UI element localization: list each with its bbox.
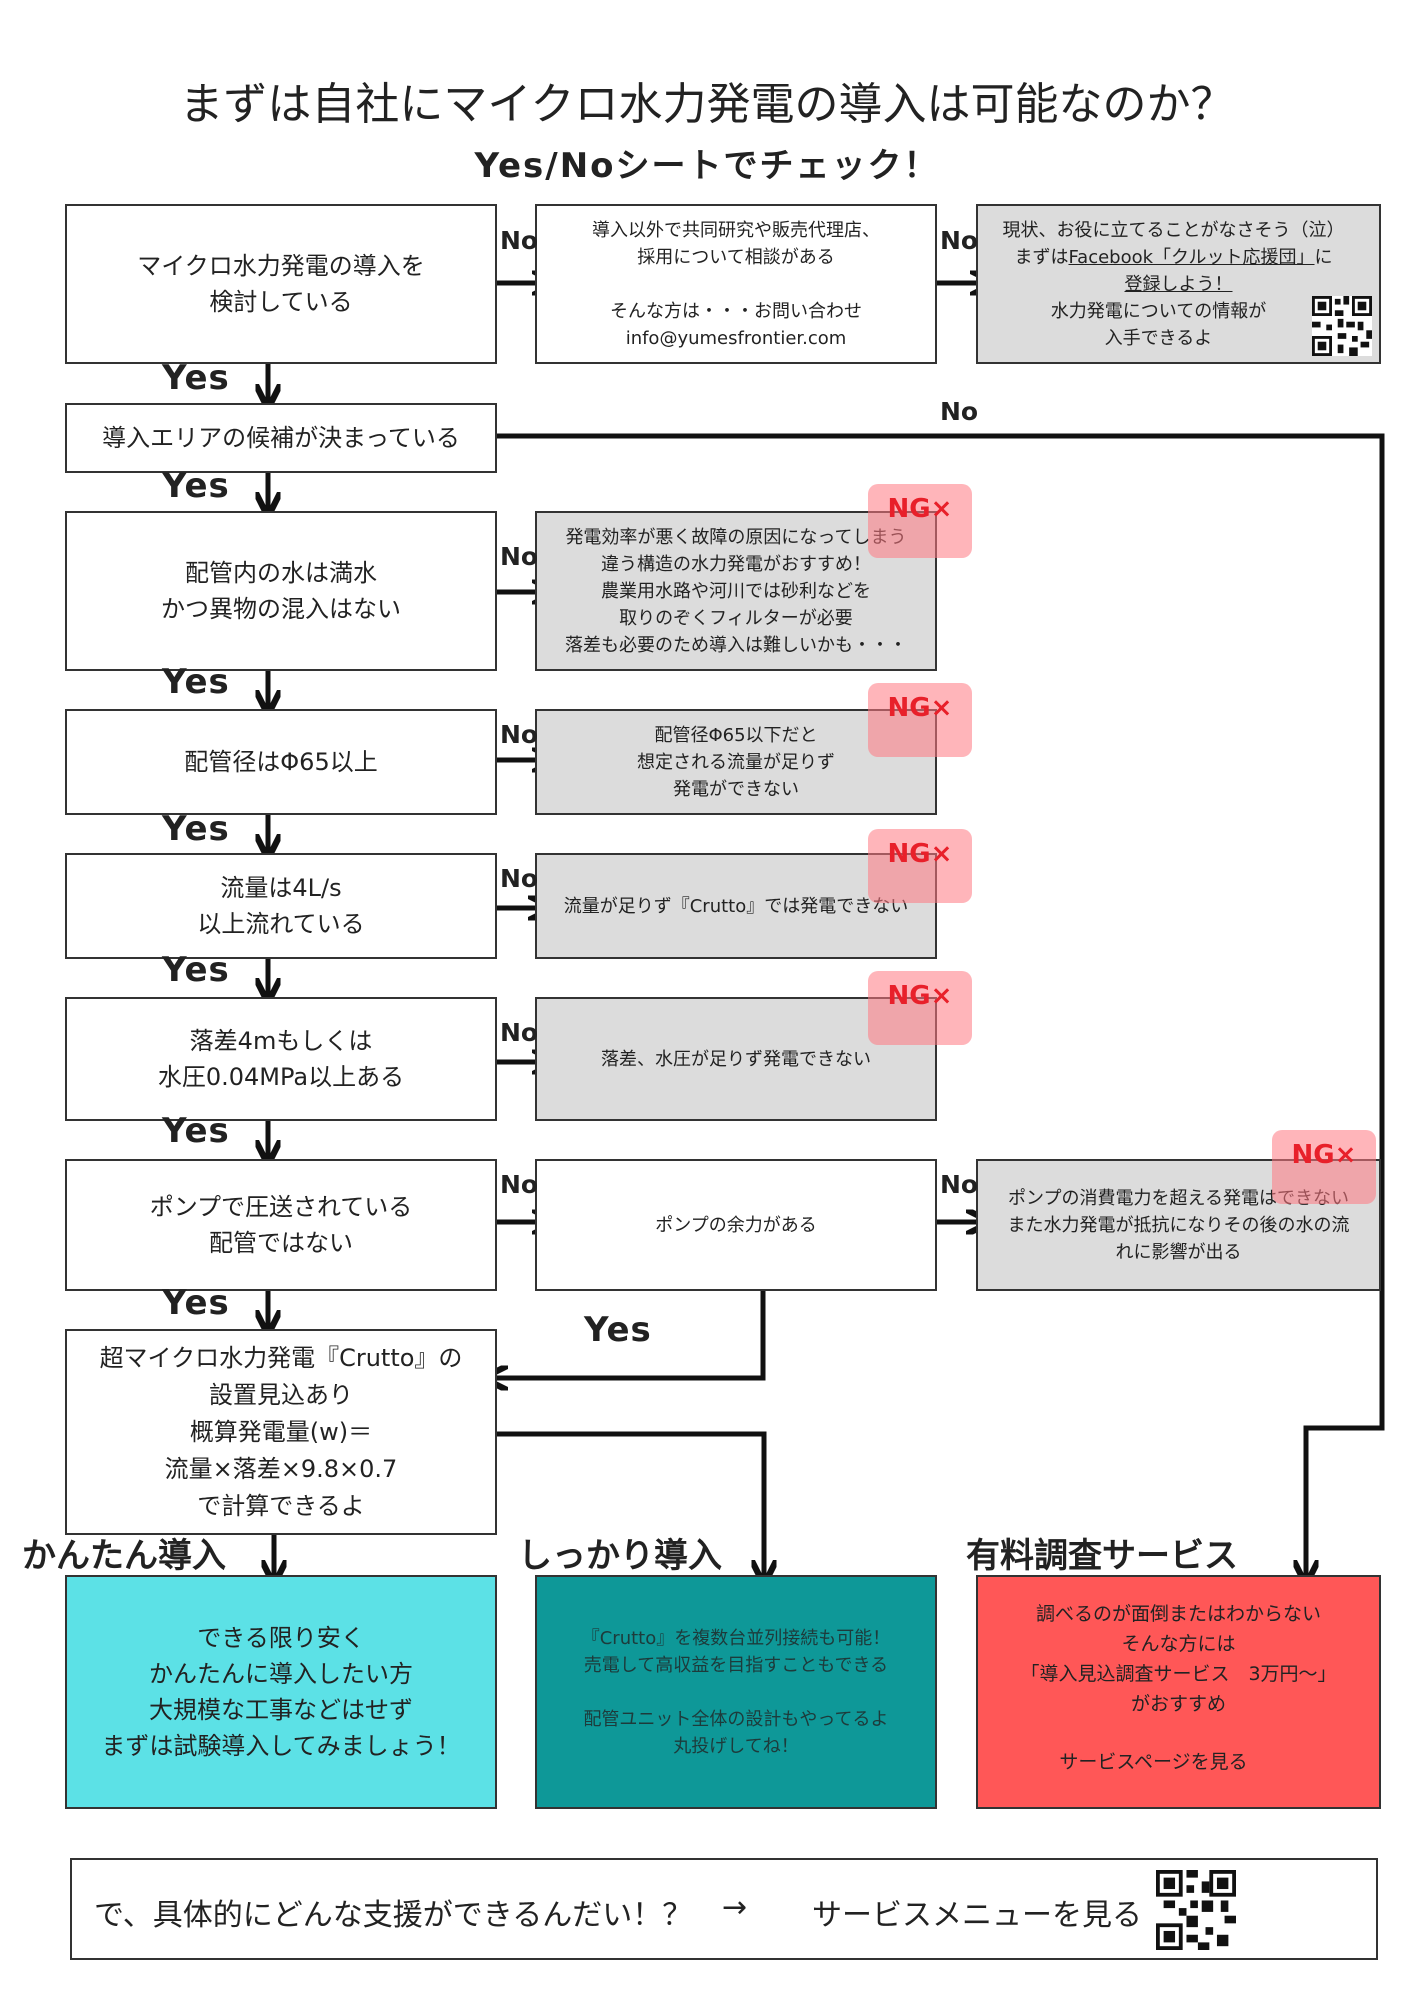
no-label-8: No [940, 1170, 979, 1199]
question-flow: 流量は4L/s 以上流れている [65, 853, 497, 959]
yes-label-5: Yes [162, 950, 230, 990]
qr-icon [1312, 296, 1372, 356]
qr-code-menu[interactable] [1156, 1870, 1236, 1950]
service-page-link[interactable]: サービスページを見る [1059, 1751, 1248, 1773]
ng-badge-pump: NG× [1272, 1130, 1376, 1204]
result-full: 『Crutto』を複数台並列接続も可能！ 売電して高収益を目指すこともできる 配… [535, 1575, 937, 1809]
no-label-3: No [500, 542, 539, 571]
no-label-2: No [940, 226, 979, 255]
no-label-1: No [500, 226, 539, 255]
no-label-4: No [500, 720, 539, 749]
question-pump: ポンプで圧送されている 配管ではない [65, 1159, 497, 1291]
result-crutto: 超マイクロ水力発電『Crutto』の 設置見込あり 概算発電量(w)＝ 流量×落… [65, 1329, 497, 1535]
question-pipe: 配管径はΦ65以上 [65, 709, 497, 815]
note-consult: 導入以外で共同研究や販売代理店、 採用について相談がある そんな方は・・・お問い… [535, 204, 937, 364]
no-label-7: No [500, 1170, 539, 1199]
question-head: 落差4mもしくは 水圧0.04MPa以上ある [65, 997, 497, 1121]
ng-badge-head: NG× [868, 971, 972, 1045]
footer-arrow: → [722, 1890, 748, 1925]
ng-badge-pipe: NG× [868, 683, 972, 757]
result-title-full: しっかり導入 [518, 1536, 722, 1576]
arrow-pump-yes [488, 1276, 766, 1378]
yes-label-3: Yes [162, 662, 230, 702]
yes-label-1: Yes [162, 358, 230, 398]
arrow-area-no [488, 433, 1385, 1580]
service-menu-link[interactable]: サービスメニューを見る [812, 1898, 1142, 1933]
question-area: 導入エリアの候補が決まっている [65, 403, 497, 473]
yes-label-4: Yes [162, 809, 230, 849]
note-pump-capacity: ポンプの余力がある [535, 1159, 937, 1291]
page-title: まずは自社にマイクロ水力発電の導入は可能なのか？ [179, 79, 1235, 130]
yes-label-2: Yes [162, 466, 230, 506]
ng-badge-flow: NG× [868, 829, 972, 903]
footer-question: で、具体的にどんな支援ができるんだい！？ [94, 1898, 693, 1933]
page-subtitle: Yes/Noシートでチェック！ [474, 146, 940, 186]
question-water: 配管内の水は満水 かつ異物の混入はない [65, 511, 497, 671]
note-pipe-ng: 配管径Φ65以下だと 想定される流量が足りず 発電ができない [535, 709, 937, 815]
arrow-to-full [480, 1431, 764, 1580]
yes-label-6: Yes [162, 1111, 230, 1151]
footer-banner: で、具体的にどんな支援ができるんだい！？ → サービスメニューを見る [70, 1858, 1378, 1960]
no-label-5: No [500, 864, 539, 893]
no-label-area: No [940, 397, 979, 426]
result-title-survey: 有料調査サービス [966, 1536, 1238, 1576]
yes-label-7: Yes [162, 1283, 230, 1323]
question-consider: マイクロ水力発電の導入を 検討している [65, 204, 497, 364]
qr-icon [1156, 1870, 1236, 1950]
no-label-6: No [500, 1018, 539, 1047]
result-survey: 調べるのが面倒またはわからない そんな方には 「導入見込調査サービス 3万円〜」… [976, 1575, 1381, 1809]
facebook-link[interactable]: Facebook「クルット応援団」 [1068, 246, 1315, 268]
ng-badge-water: NG× [868, 484, 972, 558]
result-title-easy: かんたん導入 [22, 1536, 226, 1576]
qr-code-facebook[interactable] [1312, 296, 1372, 356]
yes-label-pump: Yes [584, 1310, 652, 1350]
result-easy: できる限り安く かんたんに導入したい方 大規模な工事などはせず まずは試験導入し… [65, 1575, 497, 1809]
